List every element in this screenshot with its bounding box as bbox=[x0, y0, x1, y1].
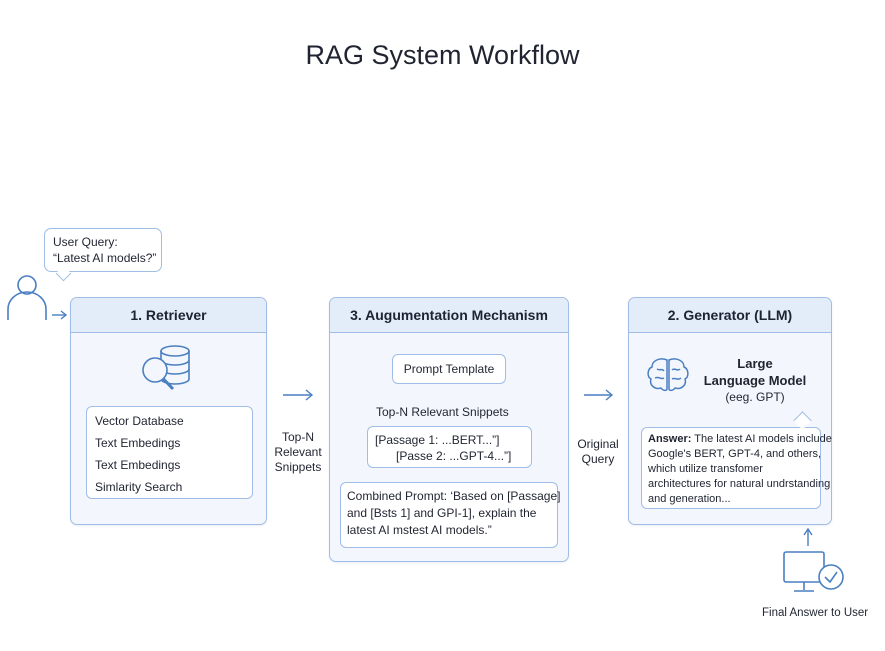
retriever-components-box: Vector Database Text Embedings Text Embe… bbox=[86, 406, 253, 499]
diagram-title: RAG System Workflow bbox=[305, 40, 580, 70]
combined-prompt-line: Combined Prompt: ‘Based on [Passage] bbox=[347, 489, 561, 503]
retriever-item: Text Embedings bbox=[95, 436, 181, 450]
retriever-item: Simlarity Search bbox=[95, 480, 183, 494]
augmentation-panel: 3. Augumentation Mechanism Prompt Templa… bbox=[329, 297, 569, 562]
llm-title-line: Large bbox=[737, 356, 773, 371]
flow-label-line: Top-N bbox=[281, 430, 314, 444]
arrow-retriever-augmentation bbox=[283, 389, 314, 401]
generator-heading: 2. Generator (LLM) bbox=[629, 298, 831, 333]
answer-line: which utilize transfomer bbox=[648, 463, 763, 475]
combined-prompt-line: and [Bsts 1] and GPI‑1], explain the bbox=[347, 506, 537, 520]
answer-line: architectures for natural undrstanding bbox=[648, 478, 831, 490]
flow-label-line: Query bbox=[581, 452, 615, 466]
answer-box: Answer: The latest AI models include Goo… bbox=[641, 427, 832, 509]
final-answer-label: Final Answer to User bbox=[762, 607, 869, 619]
answer-line: and generation... bbox=[648, 493, 731, 505]
passage-line: [Passage 1: ...BERT...”] bbox=[375, 433, 500, 447]
llm-title: Large Language Model bbox=[697, 355, 813, 389]
flow-label-line: Snippets bbox=[274, 460, 322, 474]
llm-title-line: Language Model bbox=[703, 373, 807, 388]
user-icon bbox=[7, 275, 47, 320]
augmentation-heading: 3. Augumentation Mechanism bbox=[330, 298, 568, 333]
retriever-panel: 1. Retriever Vector Database Text Embedi… bbox=[70, 297, 267, 525]
flow-label-line: Original bbox=[577, 437, 619, 451]
monitor-check-icon bbox=[783, 551, 844, 592]
brain-icon bbox=[647, 358, 689, 392]
retriever-item: Vector Database bbox=[95, 414, 184, 428]
user-query-text: “Latest AI models?” bbox=[53, 251, 157, 265]
retriever-item: Text Embedings bbox=[95, 458, 181, 472]
combined-prompt-box: Combined Prompt: ‘Based on [Passage] and… bbox=[340, 482, 561, 548]
user-query-label: User Query: bbox=[53, 235, 118, 249]
prompt-template-label: Prompt Template bbox=[403, 362, 495, 376]
answer-text: The latest AI models include bbox=[691, 433, 832, 445]
user-query-bubble: User Query: “Latest AI models?” bbox=[44, 228, 162, 272]
answer-label: Answer: bbox=[648, 433, 692, 445]
topn-flow-label: Top-N Relevant Snippets bbox=[268, 430, 328, 475]
retriever-heading: 1. Retriever bbox=[71, 298, 266, 333]
arrow-user-retriever bbox=[52, 310, 68, 320]
snippets-label: Top-N Relevant Snippets bbox=[376, 405, 509, 419]
arrow-augmentation-generator bbox=[584, 389, 614, 401]
combined-prompt-line: latest AI mstest AI models.” bbox=[347, 523, 492, 537]
answer-line: Answer: The latest AI models include bbox=[648, 433, 832, 445]
generator-panel: 2. Generator (LLM) Large Language Model … bbox=[628, 297, 832, 525]
passage-line: [Passe 2: ...GPT-4...”] bbox=[396, 449, 512, 463]
arrow-final-up bbox=[803, 527, 813, 546]
answer-line: Google's BERT, GPT-4, and others, bbox=[648, 448, 822, 460]
flow-label-line: Relevant bbox=[274, 445, 322, 459]
llm-subtitle: (eeg. GPT) bbox=[725, 390, 785, 404]
passages-box: [Passage 1: ...BERT...”] [Passe 2: ...GP… bbox=[367, 426, 532, 468]
query-flow-label: Original Query bbox=[570, 437, 626, 467]
database-search-icon bbox=[142, 345, 190, 391]
prompt-template-box: Prompt Template bbox=[392, 354, 506, 384]
